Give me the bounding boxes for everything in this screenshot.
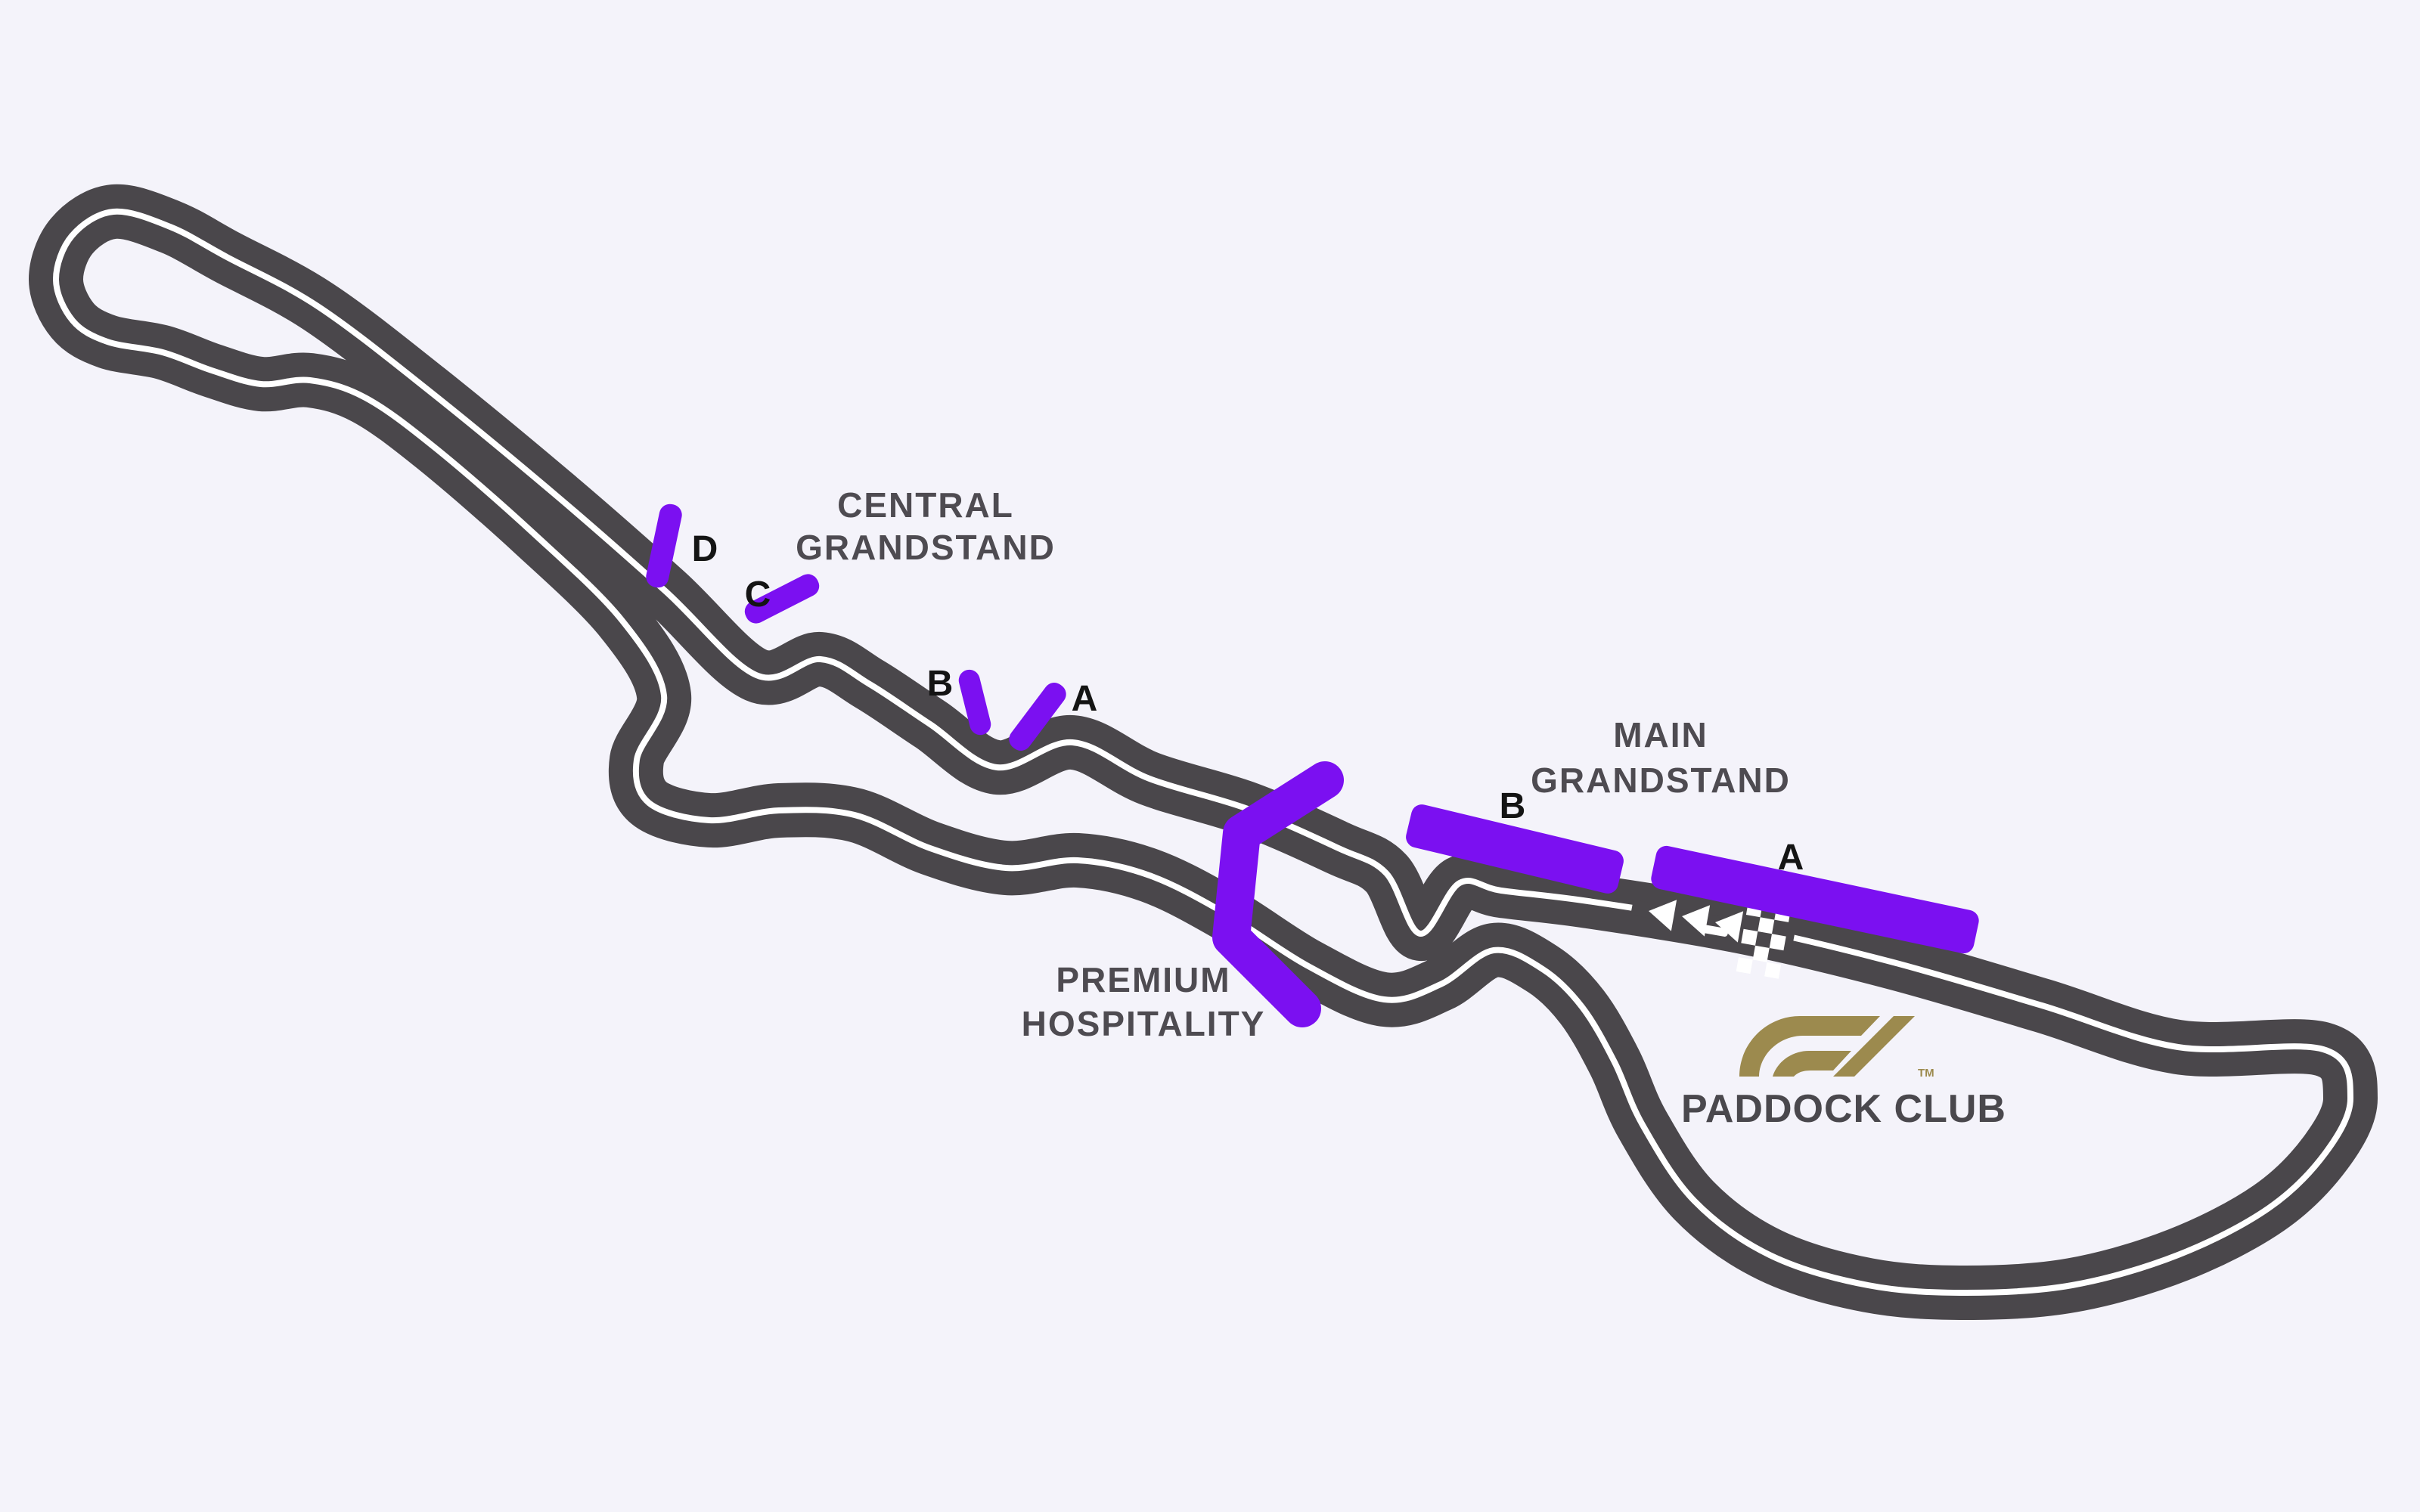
section-label-main-a: A (1778, 838, 1804, 878)
section-central-d[interactable] (644, 502, 684, 590)
grandstand-section-b: B (927, 664, 993, 737)
central-grandstand-title-line1: CENTRAL (837, 485, 1014, 525)
grandstand-section-a: A (1005, 678, 1098, 754)
premium-hospitality-title-line1: PREMIUM (1056, 960, 1230, 999)
section-label-main-b: B (1500, 786, 1526, 826)
section-label-central-c: C (745, 575, 771, 615)
premium-hospitality-title-line2: HOSPITALITY (1022, 1004, 1266, 1043)
grandstand-section-a: A (1649, 838, 1981, 955)
section-main-a[interactable] (1649, 844, 1981, 955)
track-centerline (52, 208, 2354, 1296)
section-central-b[interactable] (957, 668, 993, 737)
central-grandstand-title-line2: GRANDSTAND (796, 528, 1056, 567)
f1-logo-one (1833, 1016, 1915, 1077)
section-central-c[interactable] (741, 571, 823, 627)
direction-arrow-icon (1715, 911, 1744, 943)
premium-hospitality-shape (1212, 761, 1344, 1027)
paddock-club-label: PADDOCK CLUB (1681, 1087, 2006, 1131)
f1-logo-tm: TM (1918, 1067, 1934, 1080)
race-track (29, 184, 2378, 1320)
grandstand-section-c: C (741, 571, 823, 627)
section-central-a[interactable] (1005, 678, 1071, 754)
section-label-central-b: B (927, 664, 954, 704)
main-grandstand-title-line2: GRANDSTAND (1531, 761, 1791, 800)
grandstand-section-b: B (1404, 786, 1626, 896)
section-label-central-a: A (1072, 679, 1098, 719)
premium-hospitality-bracket[interactable] (1212, 761, 1344, 1027)
section-main-b[interactable] (1404, 802, 1626, 896)
main-grandstand-title-line1: MAIN (1613, 715, 1708, 754)
direction-arrow-icon (1649, 900, 1677, 931)
grandstand-section-d: D (644, 502, 718, 590)
f1-logo-top-swoosh (1739, 1016, 1880, 1077)
f1-logo-icon: TM (1739, 1016, 1934, 1080)
section-label-central-d: D (692, 529, 718, 569)
grandstand-sections: DC B A B A (644, 502, 1981, 955)
f1-logo-middle-bar (1773, 1051, 1851, 1077)
start-finish-line (1630, 900, 1795, 979)
